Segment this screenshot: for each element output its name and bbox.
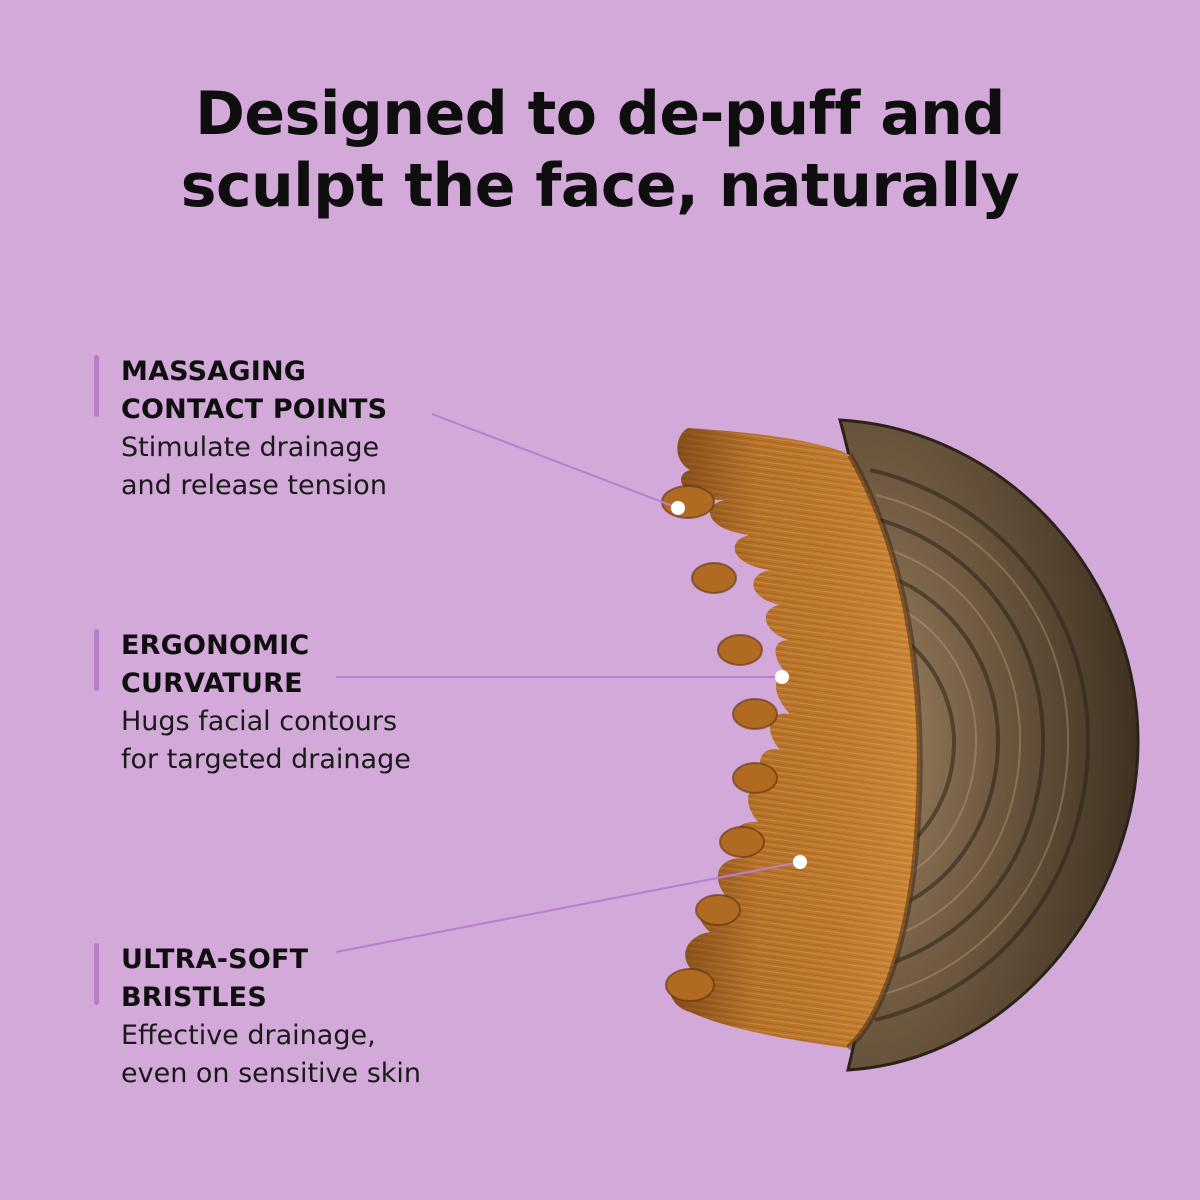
feature-desc-line-2: even on sensitive skin — [121, 1058, 422, 1089]
feature-desc-line-1: Stimulate drainage — [121, 432, 380, 463]
headline-line-2: sculpt the face, naturally — [180, 151, 1020, 221]
feature-massaging-contact-points: MASSAGING CONTACT POINTS Stimulate drain… — [94, 353, 554, 505]
callout-line-massaging — [431, 413, 679, 509]
feature-ergonomic-curvature: ERGONOMIC CURVATURE Hugs facial contours… — [94, 627, 554, 779]
bristle-head — [661, 428, 923, 1051]
callout-dot-bristles — [793, 855, 807, 869]
headline-line-1: Designed to de-puff and — [195, 79, 1005, 149]
feature-description: Stimulate drainage and release tension — [121, 429, 554, 505]
feature-title-line-2: BRISTLES — [121, 982, 267, 1013]
accent-bar — [94, 943, 99, 1005]
feature-description: Effective drainage, even on sensitive sk… — [121, 1017, 554, 1093]
accent-bar — [94, 629, 99, 691]
headline: Designed to de-puff and sculpt the face,… — [0, 78, 1200, 222]
feature-description: Hugs facial contours for targeted draina… — [121, 703, 554, 779]
feature-title: ULTRA-SOFT BRISTLES — [121, 941, 554, 1017]
feature-title-line-2: CONTACT POINTS — [121, 394, 388, 425]
feature-desc-line-2: and release tension — [121, 470, 387, 501]
feature-title-line-1: ULTRA-SOFT — [121, 944, 309, 975]
callout-line-bristles — [335, 861, 801, 953]
feature-title-line-1: MASSAGING — [121, 356, 307, 387]
wood-handle — [837, 418, 1140, 1072]
feature-desc-line-1: Hugs facial contours — [121, 706, 398, 737]
feature-title: ERGONOMIC CURVATURE — [121, 627, 554, 703]
feature-title-line-2: CURVATURE — [121, 668, 303, 699]
feature-desc-line-1: Effective drainage, — [121, 1020, 376, 1051]
feature-ultra-soft-bristles: ULTRA-SOFT BRISTLES Effective drainage, … — [94, 941, 554, 1093]
feature-title: MASSAGING CONTACT POINTS — [121, 353, 554, 429]
callout-lines — [335, 413, 807, 953]
feature-desc-line-2: for targeted drainage — [121, 744, 411, 775]
callout-dot-massaging — [671, 501, 685, 515]
callout-dot-curvature — [775, 670, 789, 684]
accent-bar — [94, 355, 99, 417]
feature-title-line-1: ERGONOMIC — [121, 630, 310, 661]
